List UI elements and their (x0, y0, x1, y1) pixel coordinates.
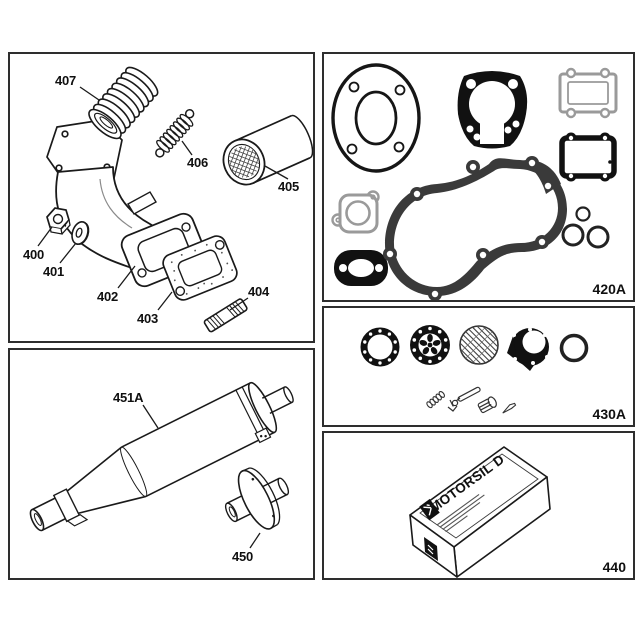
cylinder-base-gasket-drawing (457, 71, 528, 149)
corrugated-hose-407-drawing (88, 66, 159, 140)
metering-diaphragm-drawing (410, 325, 450, 365)
fabric-diaphragm-drawing (459, 325, 499, 365)
muffler-body-451a-drawing (29, 381, 294, 532)
panel-exhaust-assembly: 407 406 405 400 401 402 403 404 (8, 52, 315, 343)
exhaust-port-gasket-drawing (334, 250, 388, 286)
gasket-403-drawing (162, 235, 238, 301)
carb-ring-gasket-drawing (360, 327, 400, 367)
callout-406: 406 (187, 155, 209, 170)
panel-gasket-set: 420A (322, 52, 635, 302)
gray-rect-gasket-drawing (558, 67, 618, 119)
carb-small-parts-drawing (426, 386, 517, 414)
callout-402: 402 (97, 289, 119, 304)
nut-400-drawing (46, 207, 71, 235)
end-cap-450-drawing (224, 467, 290, 530)
silencer-tube-405-drawing (222, 114, 313, 186)
callout-403: 403 (137, 311, 159, 326)
stud-404-drawing (203, 298, 248, 333)
carb-o-ring-drawing (559, 333, 589, 363)
spring-406-drawing (155, 109, 195, 158)
callout-404: 404 (248, 284, 270, 299)
o-rings-drawing (561, 206, 610, 249)
carb-kit-drawing (360, 325, 589, 414)
callout-407: 407 (55, 73, 77, 88)
gasket-set-drawing (331, 63, 618, 300)
box-fine-print-lines (436, 493, 485, 533)
panel-sealant-box: MOTORSIL D 440 (322, 431, 635, 580)
muffler-drawing (29, 381, 294, 549)
callout-400: 400 (23, 247, 45, 262)
leader-lines (142, 404, 261, 549)
panel-label-440: 440 (602, 559, 626, 575)
sealant-box-drawing: MOTORSIL D (409, 446, 551, 578)
callout-405: 405 (278, 179, 300, 194)
exhaust-assembly-drawing (37, 66, 313, 333)
panel-carb-kit: 430A (322, 306, 635, 427)
leader-lines (37, 86, 289, 311)
pump-gasket-drawing (507, 327, 549, 371)
callout-451a: 451A (113, 390, 144, 405)
callout-450: 450 (232, 549, 254, 564)
panel-muffler: 451A 450 (8, 348, 315, 580)
black-rect-gasket-drawing (559, 132, 617, 182)
washer-401-drawing (71, 221, 90, 245)
crankcase-gasket-drawing (383, 156, 567, 300)
brand-logo-icon (419, 498, 440, 521)
panel-label-420a: 420A (592, 281, 626, 297)
end-face-logo-icon (424, 537, 438, 561)
panel-label-430a: 430A (592, 406, 626, 422)
round-gasket-drawing (331, 63, 421, 173)
callout-401: 401 (43, 264, 65, 279)
small-gray-gasket-drawing (331, 190, 380, 234)
box-label-border (419, 453, 539, 539)
